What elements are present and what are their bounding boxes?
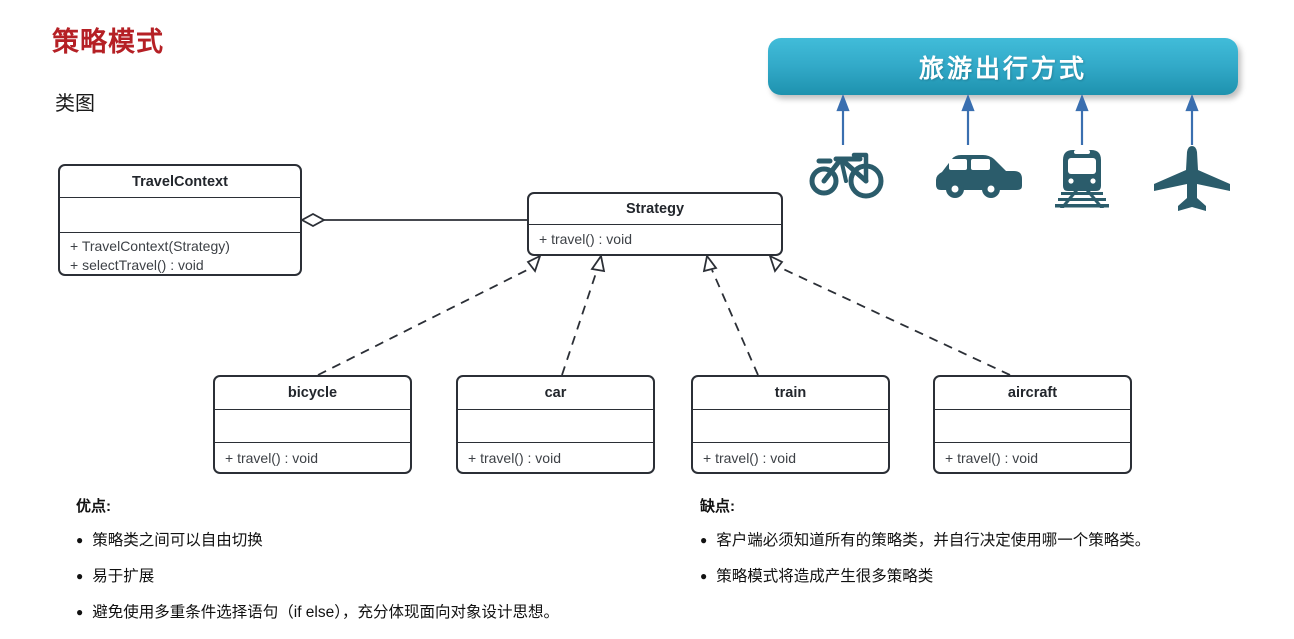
cons-item-text: 客户端必须知道所有的策略类，并自行决定使用哪一个策略类。 [716,532,1151,549]
pros-item-text: 策略类之间可以自由切换 [92,532,263,549]
class-box-strategy[interactable]: Strategy + travel() : void [527,192,783,256]
class-operations: + travel() : void [529,225,781,254]
class-attributes [215,410,410,443]
pros-list-item: ● 策略类之间可以自由切换 [76,531,676,550]
class-name: car [458,377,653,410]
icon-to-banner-arrows [836,93,1199,145]
pros-heading: 优点: [76,498,111,515]
class-name: train [693,377,888,410]
class-box-car[interactable]: car + travel() : void [456,375,655,474]
class-attributes [458,410,653,443]
class-name: bicycle [215,377,410,410]
class-box-travelcontext[interactable]: TravelContext + TravelContext(Strategy) … [58,164,302,276]
class-box-train[interactable]: train + travel() : void [691,375,890,474]
cons-heading: 缺点: [700,498,735,515]
class-operations: + travel() : void [693,443,888,472]
class-attributes [935,410,1130,443]
page-title: 策略模式 [52,27,164,57]
class-operations: + travel() : void [215,443,410,472]
class-box-bicycle[interactable]: bicycle + travel() : void [213,375,412,474]
operation-row: + travel() : void [703,450,796,466]
section-label: 类图 [55,93,95,115]
airplane-icon [1154,146,1230,211]
bullet-icon: ● [76,533,84,547]
class-operations: + travel() : void [935,443,1130,472]
operation-row: + travel() : void [468,450,561,466]
class-operations: + travel() : void [458,443,653,472]
cons-item-text: 策略模式将造成产生很多策略类 [716,568,934,585]
bullet-icon: ● [700,569,708,583]
class-name: TravelContext [60,166,300,198]
bicycle-icon [809,152,884,199]
operation-row: + selectTravel() : void [70,257,204,273]
cons-list-item: ● 策略模式将造成产生很多策略类 [700,567,1260,586]
aggregation-connector [300,212,527,228]
pros-section: 优点: ● 策略类之间可以自由切换 ● 易于扩展 ● 避免使用多重条件选择语句（… [76,495,676,639]
operation-row: + travel() : void [539,231,632,247]
class-name: aircraft [935,377,1130,410]
pros-list-item: ● 易于扩展 [76,567,676,586]
class-attributes [60,198,300,233]
operation-row: + travel() : void [945,450,1038,466]
travel-mode-banner: 旅游出行方式 [768,38,1238,95]
bullet-icon: ● [76,605,84,619]
cons-section: 缺点: ● 客户端必须知道所有的策略类，并自行决定使用哪一个策略类。 ● 策略模… [700,495,1260,603]
car-icon [936,155,1022,198]
class-name: Strategy [529,194,781,225]
bullet-icon: ● [700,533,708,547]
operation-row: + TravelContext(Strategy) [70,238,230,254]
pros-item-text: 避免使用多重条件选择语句（if else），充分体现面向对象设计思想。 [92,604,559,621]
train-icon [1055,150,1109,208]
cons-list-item: ● 客户端必须知道所有的策略类，并自行决定使用哪一个策略类。 [700,531,1260,550]
banner-title: 旅游出行方式 [918,54,1087,83]
class-box-aircraft[interactable]: aircraft + travel() : void [933,375,1132,474]
pros-list-item: ● 避免使用多重条件选择语句（if else），充分体现面向对象设计思想。 [76,603,676,622]
class-attributes [693,410,888,443]
pros-item-text: 易于扩展 [92,568,155,585]
bullet-icon: ● [76,569,84,583]
realization-connectors [317,253,1011,376]
operation-row: + travel() : void [225,450,318,466]
class-operations: + TravelContext(Strategy) + selectTravel… [60,233,300,274]
